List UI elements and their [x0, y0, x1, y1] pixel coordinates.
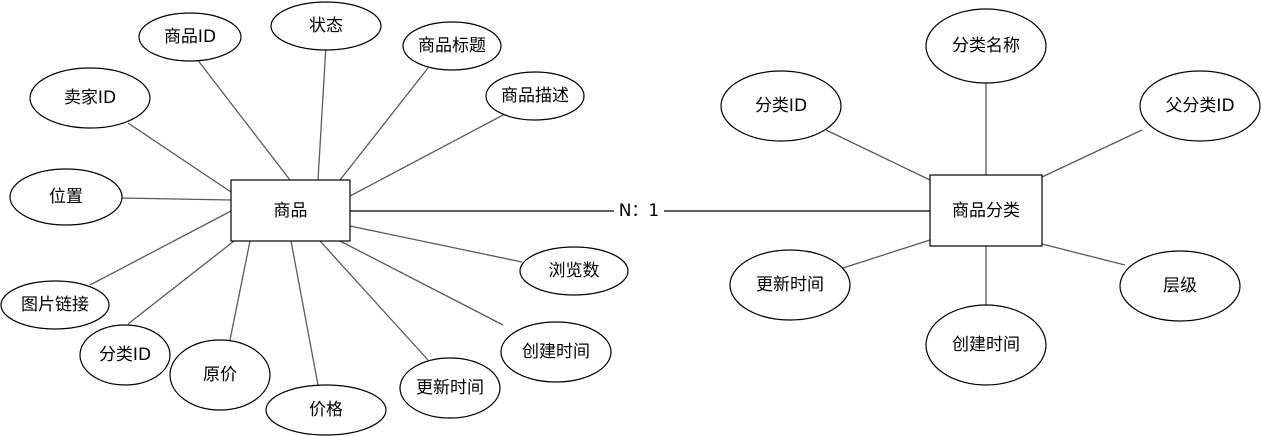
category-attributes: 分类名称 分类ID 父分类ID 更新时间 创建时间 层级	[720, 8, 1261, 386]
connector-category-parent-id	[1041, 129, 1143, 178]
entity-product[interactable]: 商品	[230, 179, 351, 242]
attribute-label: 商品ID	[164, 27, 216, 47]
attribute-product-created[interactable]: 创建时间	[500, 321, 612, 383]
relationship-label: N：1	[619, 201, 660, 221]
entity-category-label: 商品分类	[952, 201, 1020, 221]
attribute-product-original-price[interactable]: 原价	[169, 339, 271, 411]
attribute-product-id[interactable]: 商品ID	[138, 12, 242, 62]
attribute-label: 分类ID	[99, 345, 151, 365]
attribute-label: 更新时间	[756, 275, 824, 295]
connector-product-title	[339, 67, 429, 181]
attribute-label: 图片链接	[21, 295, 89, 315]
attribute-product-views[interactable]: 浏览数	[519, 246, 629, 296]
product-attributes: 商品ID 状态 商品标题 商品描述 卖家ID 位置 图片链接 分类ID	[0, 1, 629, 436]
attribute-label: 状态	[309, 16, 343, 36]
connector-product-id	[189, 49, 291, 181]
connector-product-category-id	[127, 240, 235, 325]
connector-category-id	[825, 129, 931, 181]
connector-product-location	[121, 197, 232, 201]
attribute-label: 创建时间	[952, 335, 1020, 355]
attribute-category-level[interactable]: 层级	[1119, 250, 1241, 322]
connector-category-updated	[842, 239, 931, 269]
attribute-category-parent-id[interactable]: 父分类ID	[1139, 70, 1261, 142]
attribute-product-image[interactable]: 图片链接	[0, 280, 110, 330]
attribute-category-created[interactable]: 创建时间	[925, 304, 1047, 386]
connector-product-seller	[127, 122, 232, 193]
connector-category-level	[1041, 243, 1126, 266]
attribute-product-seller-id[interactable]: 卖家ID	[29, 67, 151, 129]
attribute-label: 分类ID	[755, 96, 807, 116]
attribute-label: 价格	[309, 400, 343, 420]
connector-product-views	[349, 225, 523, 263]
attribute-product-updated[interactable]: 更新时间	[399, 357, 501, 419]
connector-product-desc	[349, 113, 506, 197]
attribute-product-location[interactable]: 位置	[9, 168, 123, 226]
attribute-label: 位置	[49, 187, 83, 207]
connector-product-created	[339, 240, 504, 326]
entity-product-box	[230, 179, 351, 242]
attribute-product-title[interactable]: 商品标题	[402, 21, 502, 71]
connector-product-price	[290, 240, 319, 386]
category-attribute-lines	[825, 83, 1143, 305]
attribute-label: 卖家ID	[64, 88, 116, 108]
entity-category[interactable]: 商品分类	[929, 174, 1043, 247]
attribute-label: 浏览数	[549, 261, 600, 281]
connector-product-updated	[319, 240, 429, 361]
entity-category-box	[929, 174, 1043, 247]
attribute-category-name[interactable]: 分类名称	[925, 8, 1047, 84]
attribute-label: 分类名称	[952, 36, 1020, 56]
product-attribute-lines	[89, 44, 523, 386]
attribute-category-updated[interactable]: 更新时间	[729, 249, 851, 321]
attribute-label: 创建时间	[522, 342, 590, 362]
connector-product-image	[89, 210, 232, 286]
connector-product-status	[317, 44, 327, 181]
attribute-label: 原价	[203, 365, 237, 385]
attribute-label: 商品标题	[418, 36, 486, 56]
attribute-product-status[interactable]: 状态	[270, 1, 382, 51]
attribute-product-desc[interactable]: 商品描述	[485, 71, 585, 121]
attribute-category-id[interactable]: 分类ID	[720, 70, 842, 142]
attribute-product-price[interactable]: 价格	[265, 384, 387, 436]
attribute-label: 更新时间	[416, 378, 484, 398]
attribute-label: 父分类ID	[1165, 96, 1234, 116]
attribute-label: 层级	[1163, 276, 1197, 296]
attribute-label: 商品描述	[501, 86, 569, 106]
attribute-product-category-id[interactable]: 分类ID	[79, 324, 171, 386]
connector-product-original-price	[229, 240, 251, 341]
entity-product-label: 商品	[274, 201, 308, 221]
